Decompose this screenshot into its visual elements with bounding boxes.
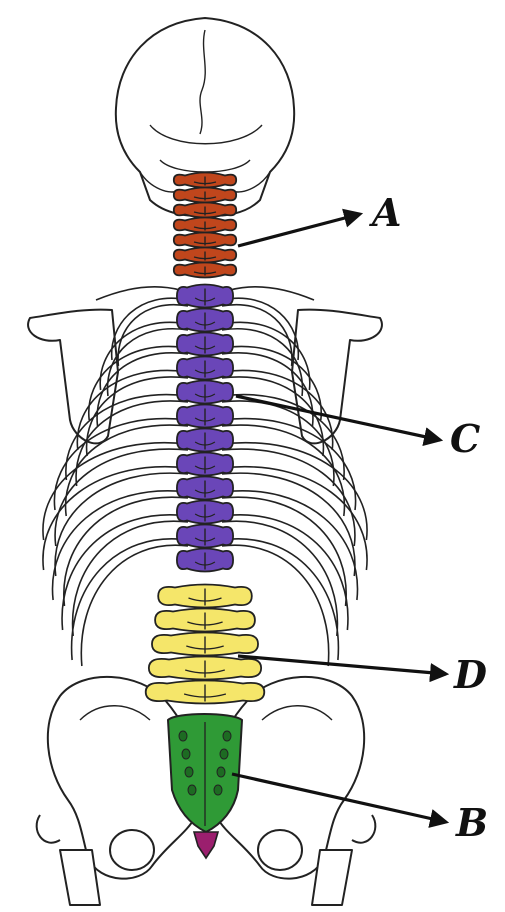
sacral-foramen [185,767,193,777]
thoracic-vertebra [177,477,233,500]
arrow-right-icon [238,656,446,674]
thoracic-vertebra [177,549,233,572]
thoracic-vertebra [177,285,233,308]
lumbar-vertebra [149,657,261,680]
thoracic-vertebra [177,501,233,524]
thoracic-vertebra [177,357,233,380]
cervical-vertebra [174,203,236,218]
thoracic-vertebra [177,429,233,452]
sacral-foramen [220,749,228,759]
cervical-vertebra [174,218,236,233]
sacral-foramen [188,785,196,795]
lumbar-vertebra [146,681,265,704]
coccyx [194,832,218,858]
thoracic-vertebra [177,333,233,356]
rib-right [222,329,302,396]
thoracic-vertebra [177,309,233,332]
cervical-vertebra [174,233,236,248]
cervical-vertebra [174,263,236,278]
lumbar-vertebra [158,585,252,608]
lumbar-vertebra [155,609,255,632]
label-a: A [369,190,401,235]
sacral-foramen [182,749,190,759]
lumbar-vertebra [152,633,258,656]
rib-left [108,329,188,396]
label-b: B [455,800,488,845]
label-d: D [453,652,487,697]
cervical-vertebra [174,248,236,263]
label-a-group: A [238,190,401,246]
thoracic-vertebra [177,525,233,548]
thoracic-vertebra [177,405,233,428]
sacral-foramen [214,785,222,795]
label-c: C [450,416,480,461]
arrow-right-icon [238,214,360,246]
lumbar-vertebrae [146,585,265,704]
thoracic-vertebra [177,453,233,476]
sacral-foramen [217,767,225,777]
cervical-vertebra [174,173,236,188]
cervical-vertebra [174,188,236,203]
thoracic-vertebra [177,381,233,404]
sacral-foramen [179,731,187,741]
sacral-foramen [223,731,231,741]
thoracic-vertebrae [177,285,233,572]
